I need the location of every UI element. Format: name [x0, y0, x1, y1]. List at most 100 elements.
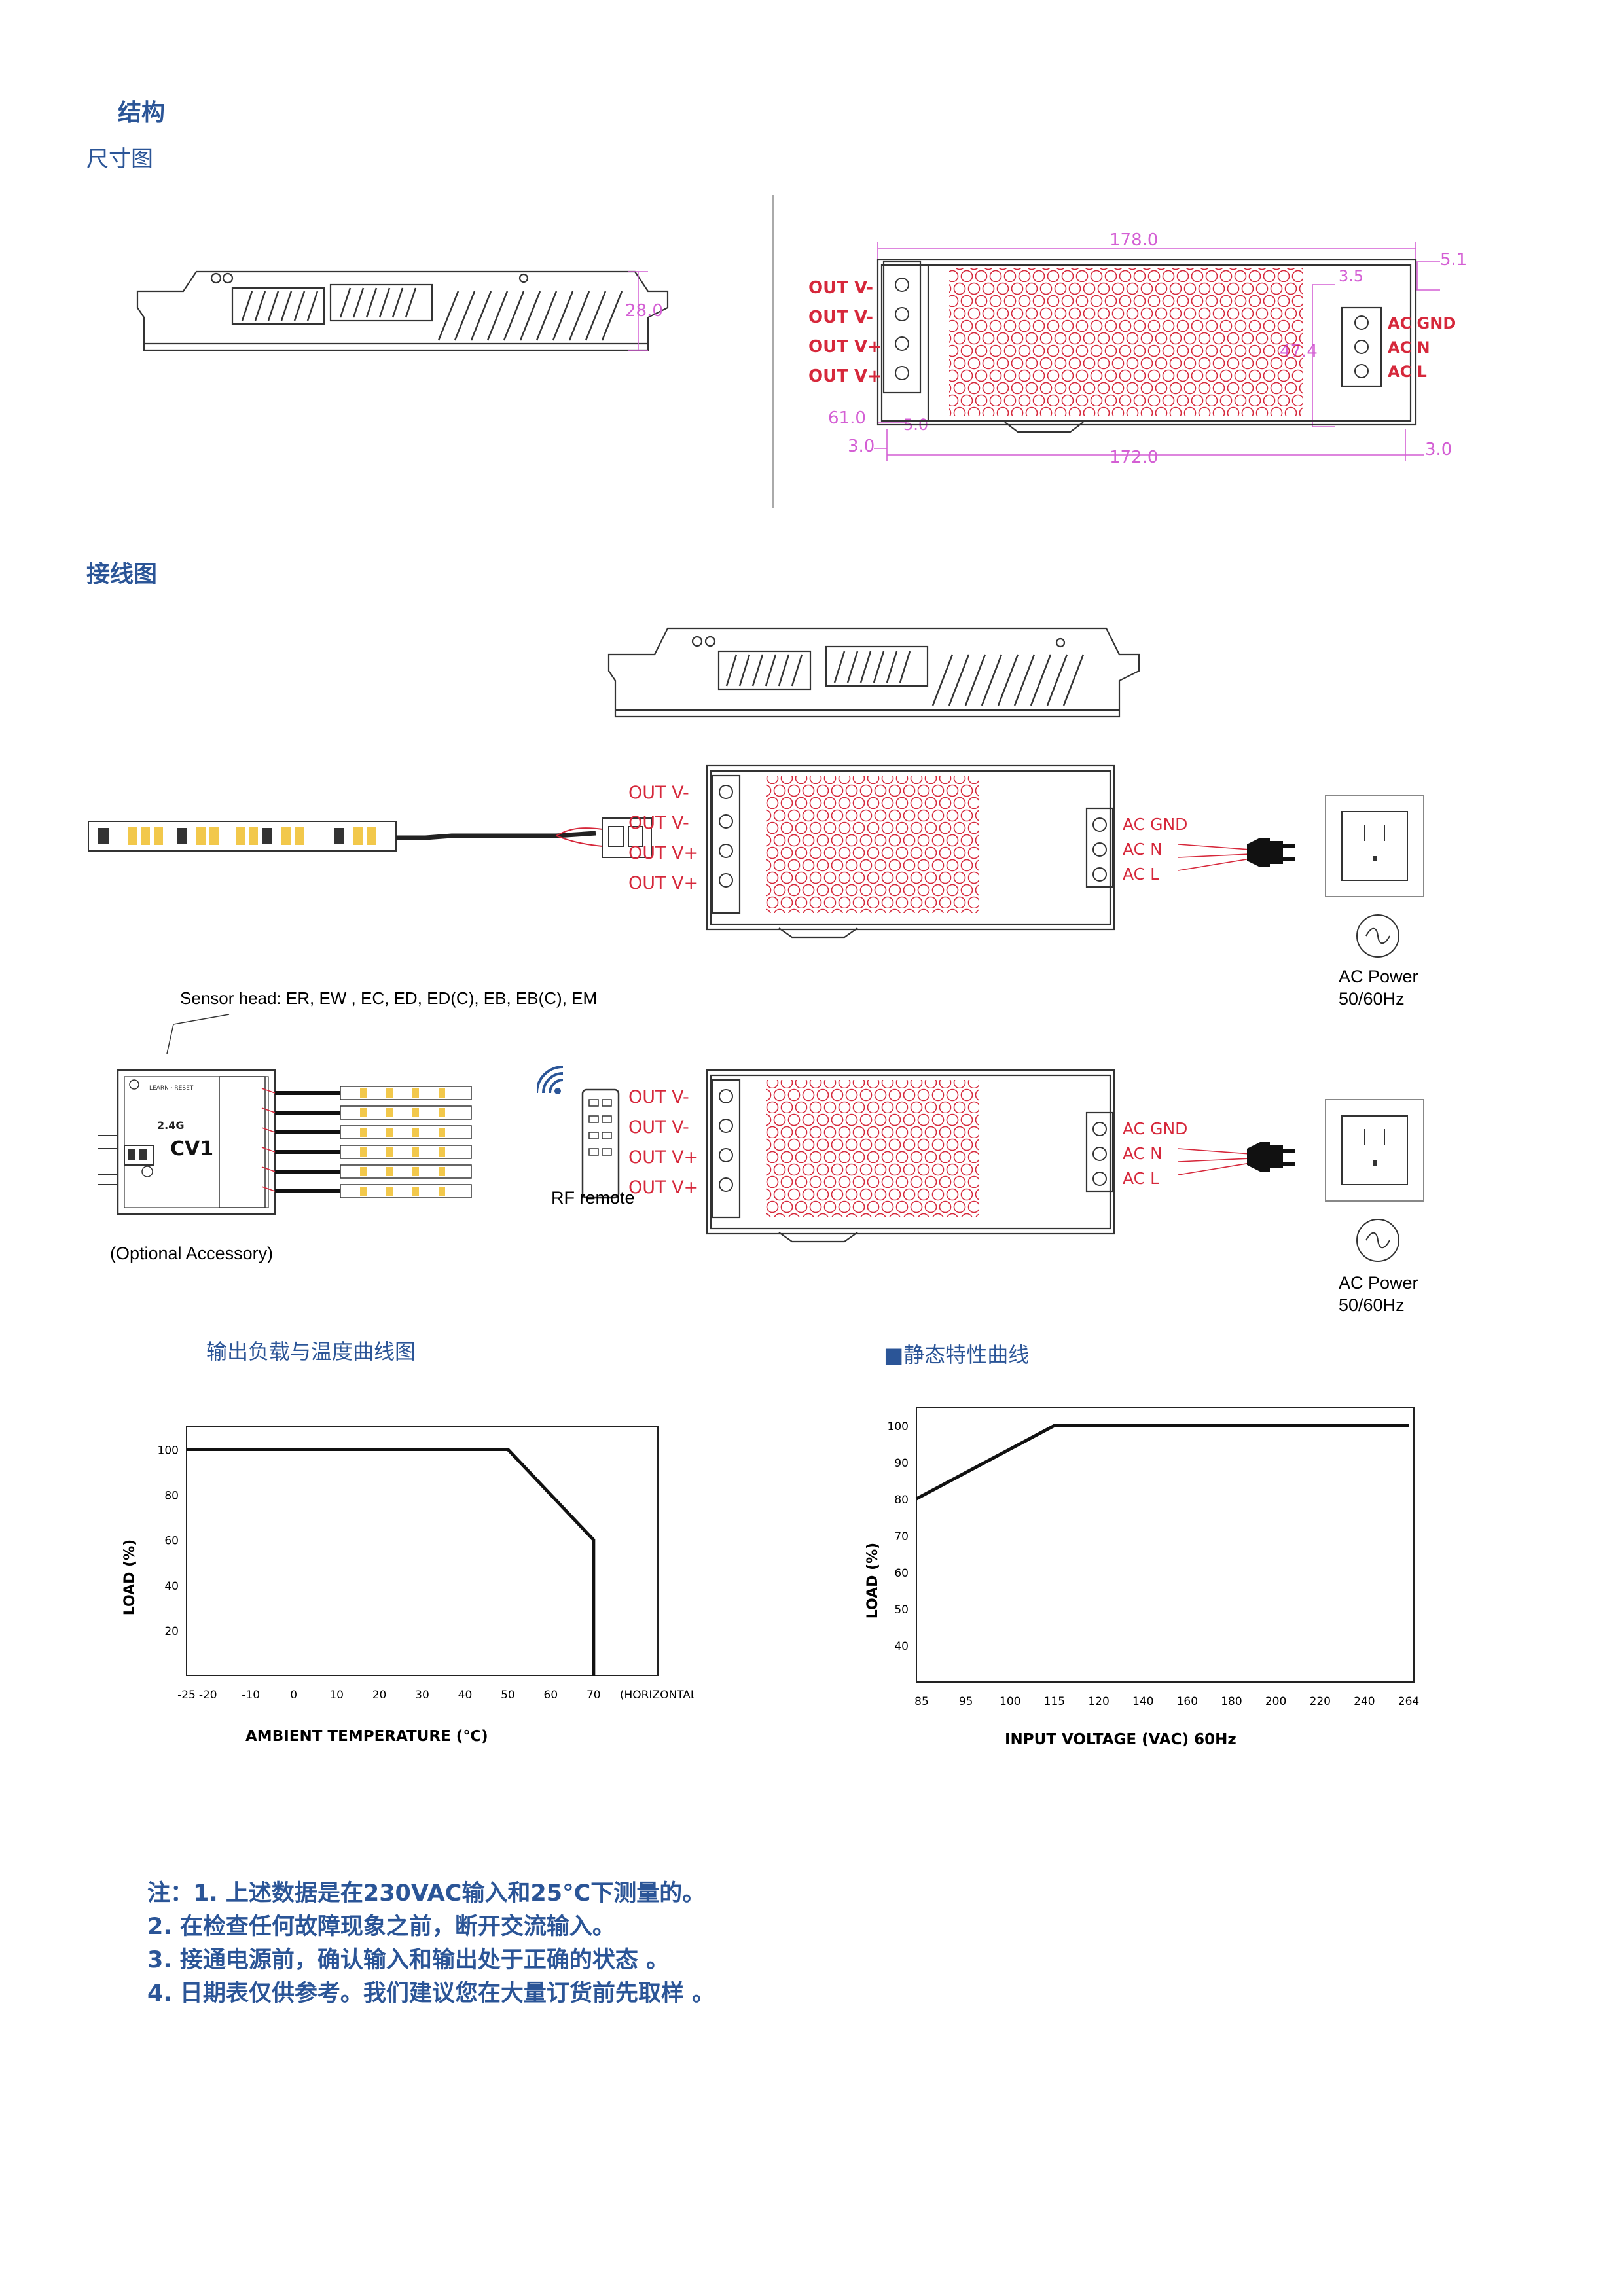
w1-term-ac-3: AC L	[1123, 865, 1159, 884]
w1-term-out-1: OUT V-	[628, 783, 689, 803]
w1-term-ac-2: AC N	[1123, 840, 1163, 859]
note-2: 2. 在检查任何故障现象之前，断开交流输入。	[147, 1914, 615, 1940]
series-line-load	[915, 1424, 1409, 1501]
svg-text:LEARN · RESET: LEARN · RESET	[149, 1085, 194, 1092]
ac-freq-label-2: 50/60Hz	[1339, 1295, 1405, 1315]
series-line-load	[187, 1448, 596, 1676]
y-tick-label-3: 80	[164, 1490, 179, 1503]
note-1: 注：1. 上述数据是在230VAC输入和25°C下测量的。	[147, 1880, 706, 1907]
x-tick-label-3: 115	[1044, 1695, 1065, 1708]
y-tick-label-3: 70	[894, 1530, 909, 1543]
dim-left-margin: 3.0	[848, 437, 875, 456]
note-4: 4. 日期表仅供参考。我们建议您在大量订货前先取样 。	[147, 1981, 715, 2007]
ac-power-label-1: AC Power	[1339, 967, 1418, 986]
dim-height: 28.0	[625, 301, 663, 321]
x-tick-label-2: 100	[1000, 1695, 1020, 1708]
x-tick-label-7: 40	[458, 1689, 473, 1702]
x-tick-label-4: 10	[329, 1689, 344, 1702]
w2-term-out-3: OUT V+	[628, 1147, 698, 1168]
x-tick-label-0: 85	[914, 1695, 929, 1708]
x-tick-label-6: 30	[415, 1689, 429, 1702]
wiring-psu-1: OUT V- OUT V- OUT V+ OUT V+ AC GND AC N …	[628, 764, 1424, 939]
x-tick-label-8: 50	[501, 1689, 515, 1702]
dim-left-width: 61.0	[828, 408, 866, 428]
y-tick-label-1: 50	[894, 1604, 909, 1617]
x-tick-label-3: 0	[290, 1689, 297, 1702]
x-tick-label-7: 180	[1221, 1695, 1242, 1708]
x-tick-label-1: -20	[199, 1689, 217, 1702]
x-axis-label: INPUT VOLTAGE (VAC) 60Hz	[1005, 1731, 1236, 1748]
section-title-wiring: 接线图	[86, 561, 158, 588]
x-tick-label-6: 160	[1177, 1695, 1198, 1708]
rf-remote-label: RF remote	[551, 1188, 635, 1208]
ac-freq-label-1: 50/60Hz	[1339, 989, 1405, 1009]
chart-load-vs-temperature: 20 40 60 80 100 -25-20 -10 0 10 20 30 40 50 60 70 (HORI…	[122, 1426, 694, 1745]
x-tick-label-2: -10	[242, 1689, 260, 1702]
y-tick-label-2: 60	[894, 1567, 909, 1580]
dim-total-length: 178.0	[1110, 232, 1158, 250]
x-tick-label-11: 264	[1398, 1695, 1419, 1708]
y-tick-label-4: 100	[158, 1444, 179, 1458]
plot-frame	[186, 1426, 659, 1676]
wiring-side-view	[607, 627, 1140, 718]
chart-right-title: ■静态特性曲线	[884, 1342, 1030, 1367]
dim-gap-right-top: 3.5	[1339, 267, 1363, 285]
x-tick-label-4: 120	[1088, 1695, 1109, 1708]
wiring-psu-2: OUT V- OUT V- OUT V+ OUT V+ AC GND AC N …	[628, 1069, 1424, 1243]
side-view-drawing: 28.0	[136, 270, 669, 351]
y-tick-label-5: 90	[894, 1457, 909, 1470]
w2-term-ac-3: AC L	[1123, 1169, 1159, 1188]
dim-term-ac-3: AC L	[1388, 363, 1427, 381]
notes-block: 注：1. 上述数据是在230VAC输入和25°C下测量的。 2. 在检查任何故障…	[147, 1877, 715, 2011]
y-tick-label-1: 40	[164, 1580, 179, 1593]
w1-term-out-2: OUT V-	[628, 813, 689, 833]
w2-term-out-1: OUT V-	[628, 1087, 689, 1107]
top-view-drawing: 178.0 5.1 3.5 47.4 61.0 5.0 3.0 172.0 3.…	[808, 232, 1467, 467]
dim-term-out-4: OUT V+	[808, 367, 882, 386]
ac-symbol-2	[1356, 1219, 1399, 1262]
x-tick-label-0: -25	[177, 1689, 196, 1702]
w2-term-out-4: OUT V+	[628, 1177, 698, 1198]
rf-remote-icon	[537, 1066, 620, 1199]
w2-term-ac-2: AC N	[1123, 1144, 1163, 1163]
y-axis-label: LOAD (%)	[122, 1539, 138, 1615]
dim-term-ac-1: AC GND	[1388, 314, 1456, 332]
section-title-structure: 结构	[118, 99, 166, 126]
w1-term-ac-1: AC GND	[1123, 815, 1187, 834]
ac-symbol-1	[1356, 914, 1399, 958]
x-tick-label-5: 140	[1132, 1695, 1153, 1708]
y-tick-label-0: 20	[164, 1625, 179, 1638]
plot-frame	[916, 1407, 1415, 1683]
y-tick-label-2: 60	[164, 1535, 179, 1548]
sensor-head-label: Sensor head: ER, EW , EC, ED, ED(C), EB,…	[180, 988, 598, 1008]
dim-term-out-2: OUT V-	[808, 308, 873, 327]
controller-with-strips: LEARN · RESET 2.4G CV1	[98, 1014, 472, 1215]
x-tick-label-9: 220	[1310, 1695, 1331, 1708]
x-tick-label-1: 95	[959, 1695, 973, 1708]
x-tick-label-5: 20	[372, 1689, 387, 1702]
y-tick-label-6: 100	[888, 1420, 909, 1433]
dim-term-out-1: OUT V-	[808, 278, 873, 298]
x-tick-label-10: 240	[1354, 1695, 1375, 1708]
optional-accessory-label: (Optional Accessory)	[110, 1244, 274, 1263]
x-tick-label-10: 70	[586, 1689, 601, 1702]
w2-term-out-2: OUT V-	[628, 1117, 689, 1138]
w2-term-ac-1: AC GND	[1123, 1119, 1187, 1138]
w1-term-out-4: OUT V+	[628, 873, 698, 893]
x-tick-label-8: 200	[1265, 1695, 1286, 1708]
x-tick-label-9: 60	[544, 1689, 558, 1702]
x-tick-suffix: (HORIZONTAL)	[620, 1689, 694, 1702]
chart-load-vs-voltage: 40 50 60 70 80 90 100 85 95 100 115 120 140 160 180 200…	[865, 1407, 1419, 1748]
x-axis-label: AMBIENT TEMPERATURE (℃)	[245, 1728, 488, 1745]
separator-line	[772, 195, 774, 508]
dim-right-margin: 3.0	[1425, 440, 1452, 459]
ac-power-label-2: AC Power	[1339, 1273, 1418, 1293]
vent-mesh	[949, 268, 1303, 416]
y-tick-label-0: 40	[894, 1640, 909, 1653]
chart-left-title: 输出负载与温度曲线图	[206, 1339, 416, 1364]
dim-gap-right: 5.1	[1440, 250, 1467, 270]
dim-term-ac-2: AC N	[1388, 338, 1430, 357]
note-3: 3. 接通电源前，确认输入和输出处于正确的状态 。	[147, 1947, 670, 1973]
w1-term-out-3: OUT V+	[628, 843, 698, 863]
y-tick-label-4: 80	[894, 1494, 909, 1507]
